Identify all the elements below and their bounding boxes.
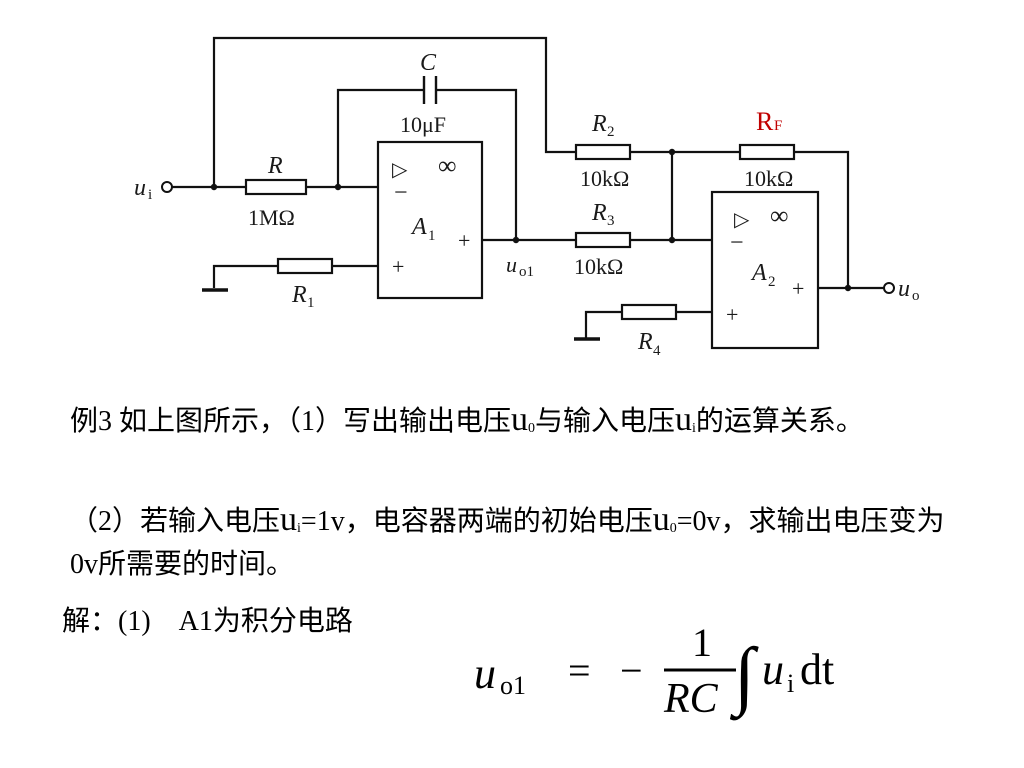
rf-value: 10kΩ [744,166,793,191]
junction-dot [512,236,520,244]
a1-minus: − [394,180,408,206]
formula-denominator: RC [663,676,719,722]
uo-sub: o [912,288,920,304]
q2-text-b: =1v，电容器两端的初始电压 [300,506,653,537]
r1-label: R [291,282,307,308]
q1-text-c: 的运算关系。 [695,406,864,437]
integral-sign-icon: ∫ [730,633,759,721]
r2-label: R [591,111,607,137]
r-label: R [267,153,283,179]
junction-dot [668,148,676,156]
c-label: C [420,50,437,76]
a1-sub: 1 [428,228,436,244]
rf-sub: F [774,118,782,134]
resistor-r3 [574,231,632,249]
junction-dot [668,236,676,244]
uo1-sub: o1 [519,264,534,280]
q1-ui-sub: i [692,421,696,436]
q1-ui: u [675,401,693,438]
input-terminal-icon [161,181,173,193]
uo1-label: u [506,252,517,277]
circuit-diagram: u i R 1MΩ C 10μF ▷ ∞ − A 1 + + R 1 u o1 … [134,36,920,359]
a2-delta-icon: ▷ [734,209,750,231]
r4-label: R [637,329,653,355]
a2-minus: − [730,230,744,256]
formula-minus: − [620,648,643,693]
r2-sub: 2 [607,124,615,140]
a2-out-plus: + [792,276,804,301]
q2-text-c: =0v，求输出电压变为0v所需要的时间。 [70,506,945,580]
formula-var: u [762,645,784,694]
r3-value: 10kΩ [574,254,623,279]
c-value: 10μF [400,112,446,137]
junction-dot [844,284,852,292]
q2-u0: u [652,501,670,538]
q2-ui: u [280,501,298,538]
q1-text-b: 与输入电压 [535,406,676,437]
resistor-rf [738,143,796,161]
q2-text-a: （2）若输入电压 [70,506,281,537]
output-terminal-icon [883,282,895,294]
resistor-r4 [620,303,678,321]
r4-sub: 4 [653,343,661,359]
q2-ui-sub: i [297,521,301,536]
r-value: 1MΩ [248,205,295,230]
question-part2: （2）若输入电压ui=1v，电容器两端的初始电压u0=0v，求输出电压变为0v所… [70,502,950,583]
r1-sub: 1 [307,295,315,311]
a2-label: A [750,260,767,286]
formula-lhs-sub: o1 [500,671,526,700]
resistor-r2 [574,143,632,161]
r3-sub: 3 [607,213,615,229]
junction-dot [210,183,218,191]
r3-label: R [591,200,607,226]
a1-label: A [410,214,427,240]
q1-text-a: 例3 如上图所示，（1）写出输出电压 [70,406,512,437]
a1-delta-icon: ▷ [392,159,408,181]
a2-in-plus: + [726,302,738,327]
formula-dt: dt [800,645,834,694]
resistor-r [244,178,308,196]
q1-u0: u [511,401,529,438]
formula-var-sub: i [787,669,794,698]
a1-infinity-icon: ∞ [438,151,457,180]
a2-sub: 2 [768,274,776,290]
formula-equals: = [568,648,591,693]
solution-line: 解：(1) A1为积分电路 [62,606,353,637]
uo-label: u [898,276,910,302]
rf-label: R [756,107,774,136]
formula-numerator: 1 [692,620,712,665]
r2-value: 10kΩ [580,166,629,191]
a1-in-plus: + [392,254,404,279]
q1-u0-sub: 0 [528,421,536,436]
opamp-a2 [710,190,820,350]
a1-out-plus: + [458,228,470,253]
capacitor-c [422,76,438,104]
q2-u0-sub: 0 [669,521,677,536]
a2-infinity-icon: ∞ [770,201,789,230]
integral-formula: u o1 = − 1 RC ∫ u i dt [474,620,834,722]
ui-sub: i [148,187,152,203]
junction-dot [334,183,342,191]
formula-lhs: u [474,649,496,698]
ui-label: u [134,175,146,201]
question-part1: 例3 如上图所示，（1）写出输出电压u0与输入电压ui的运算关系。 [70,402,950,447]
opamp-a1 [376,140,484,300]
resistor-r1 [276,257,334,275]
